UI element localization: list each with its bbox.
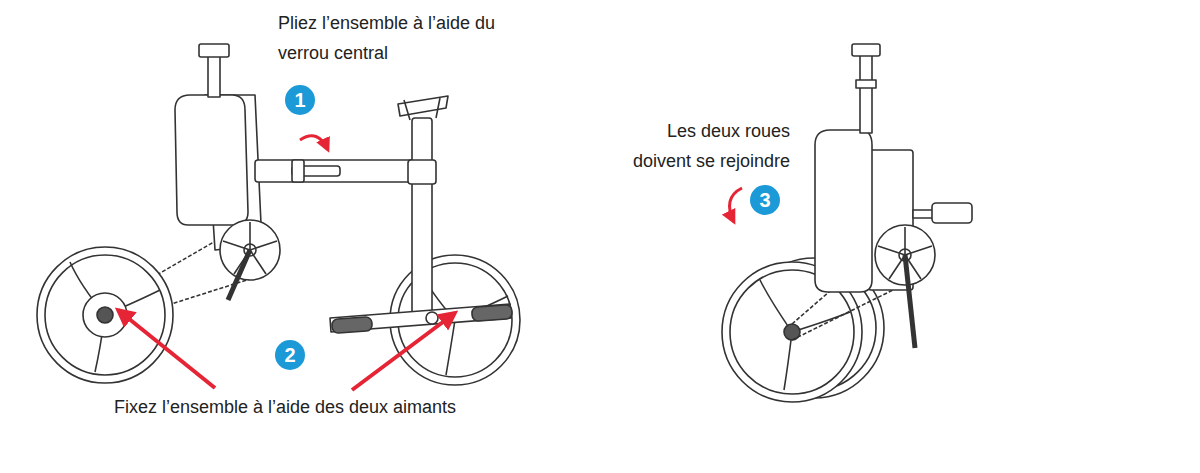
folded-bike-part [860,55,872,133]
callout-number-text: 2 [284,345,295,365]
rotation-arrow [300,136,742,222]
unfolded-bike-part [472,305,513,322]
instruction-text: Les deux roues doivent se rejoindre [606,116,790,176]
callout-number-text: 3 [759,190,770,210]
unfolded-bike-part [228,250,250,300]
callout-number: 2 [275,340,305,370]
unfolded-bike-part [175,95,248,225]
unfolded-bike-part [408,160,436,184]
unfolded-bike-part [199,44,229,57]
callout-number: 3 [750,185,780,215]
folded-bike-part [815,130,872,292]
pointer-arrow [118,310,455,390]
callout-number-text: 1 [294,90,305,110]
unfolded-bike-part [70,262,160,372]
folded-bike-part [905,255,915,348]
rotation-arrow-part [730,188,743,222]
unfolded-bike [37,44,520,385]
instruction-text: Pliez l’ensemble à l’aide du verrou cent… [278,8,510,68]
unfolded-bike-part [97,307,113,323]
folded-bike-part [760,280,850,390]
rotation-arrow-part [300,136,328,150]
unfolded-bike-part [255,160,415,182]
unfolded-bike-part [208,55,220,97]
unfolded-bike-part [412,118,432,318]
folded-bike-part [856,80,876,88]
unfolded-bike-part [292,160,304,182]
unfolded-bike-part [426,312,438,324]
pointer-arrow-part [118,310,215,388]
unfolded-bike-part [420,270,508,375]
unfolded-bike-part [404,98,440,120]
folded-bike-part [932,203,972,223]
folded-bike-part [852,44,880,56]
pointer-arrow-part [352,313,455,390]
unfolded-bike-part [45,255,165,375]
instruction-text: Fixez l’ensemble à l’aide des deux aiman… [100,392,470,422]
unfolded-bike-part [332,317,373,334]
folded-bike [722,44,972,402]
unfolded-bike-part [37,247,173,383]
callout-number: 1 [285,85,315,115]
unfolded-bike-part [83,293,127,337]
unfolded-bike-part [223,222,277,274]
